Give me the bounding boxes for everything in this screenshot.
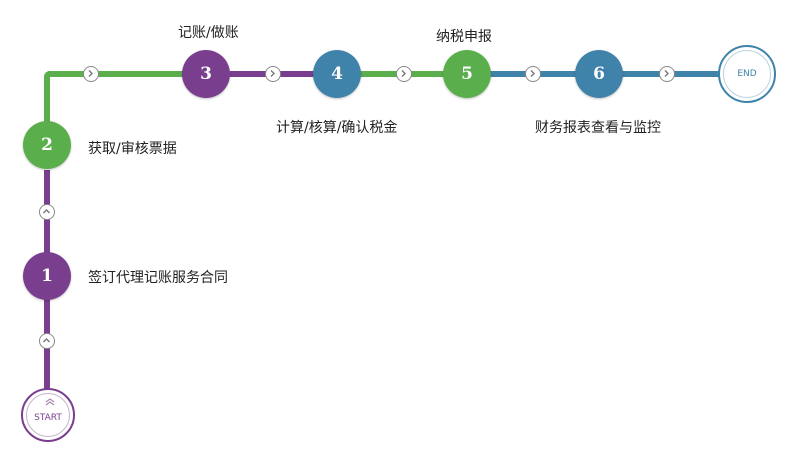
chevron-up-icon — [39, 333, 55, 349]
path-2-up — [44, 82, 50, 130]
step-5-node: 5 — [443, 50, 491, 98]
end-label: END — [737, 69, 757, 79]
double-chevron-up-icon — [45, 398, 55, 406]
chevron-right-icon — [525, 66, 541, 82]
step-2-label: 获取/审核票据 — [88, 141, 177, 157]
start-marker: START — [21, 388, 75, 442]
step-1-label: 签订代理记账服务合同 — [88, 270, 228, 286]
path-corner — [44, 71, 50, 91]
chevron-right-icon — [83, 66, 99, 82]
step-3-node: 3 — [182, 50, 230, 98]
step-5-label: 纳税申报 — [436, 29, 492, 45]
end-marker: END — [718, 45, 776, 103]
step-4-label: 计算/核算/确认税金 — [276, 120, 398, 136]
chevron-up-icon — [39, 204, 55, 220]
chevron-right-icon — [396, 66, 412, 82]
step-2-node: 2 — [23, 121, 71, 169]
step-1-node: 1 — [23, 252, 71, 300]
start-label: START — [34, 413, 62, 423]
chevron-right-icon — [265, 66, 281, 82]
step-6-node: 6 — [575, 50, 623, 98]
step-3-label: 记账/做账 — [178, 25, 239, 41]
step-6-label: 财务报表查看与监控 — [535, 120, 661, 136]
chevron-right-icon — [659, 66, 675, 82]
path-2-to-3 — [44, 71, 184, 77]
step-4-node: 4 — [313, 50, 361, 98]
